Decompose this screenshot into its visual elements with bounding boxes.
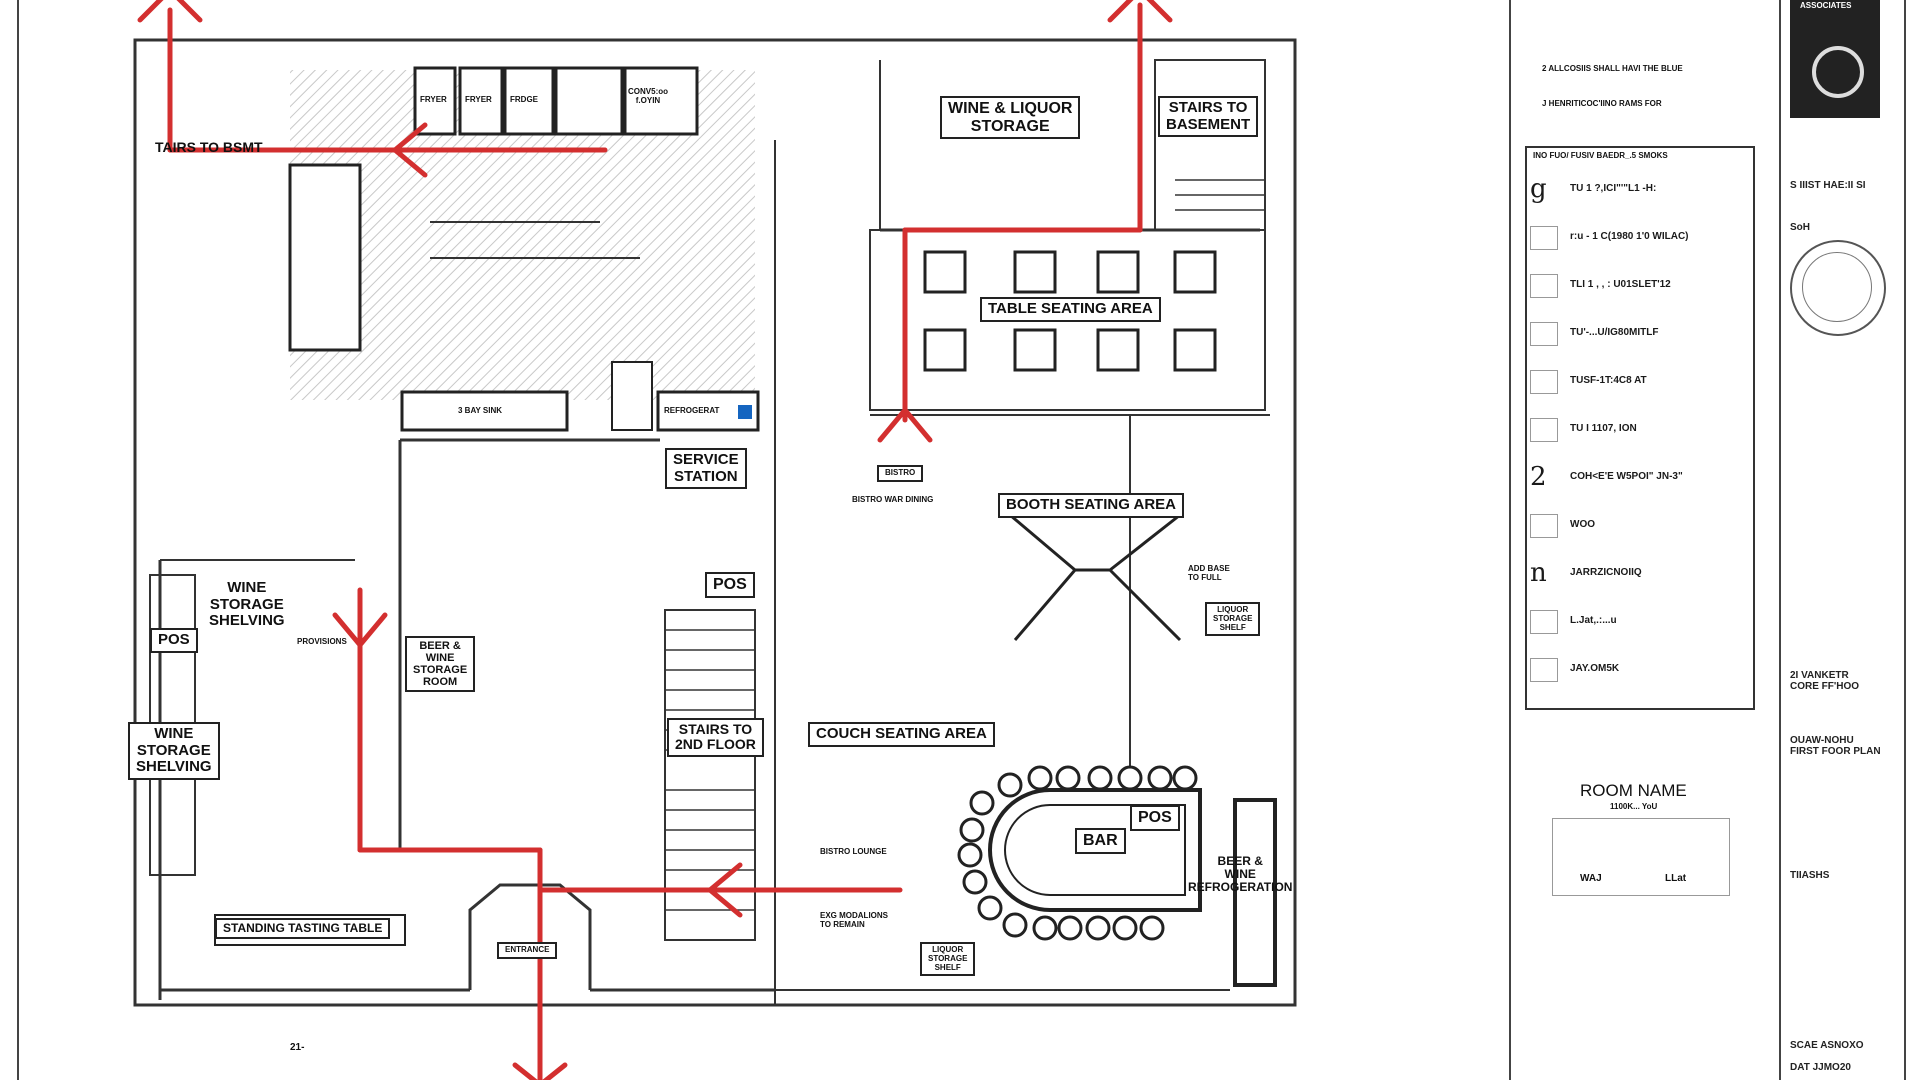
legend-key-text: TLI 1 , , : U01SLET'12 bbox=[1570, 279, 1671, 290]
title-block-text: 2I VANKETR CORE FF'HOO bbox=[1790, 670, 1860, 692]
legend-symbol-icon bbox=[1530, 658, 1558, 682]
room-name-row: WAJ bbox=[1580, 873, 1602, 884]
fryer-unit bbox=[413, 66, 457, 136]
wine-storage-shelving-label: WINE STORAGE SHELVING bbox=[128, 722, 220, 780]
standing-tasting-table-label: STANDING TASTING TABLE bbox=[215, 918, 391, 940]
wine-storage-shelving-label: WINE STORAGE SHELVING bbox=[203, 578, 291, 632]
legend-note: 2 ALLCOSIIS SHALL HAVI THE BLUE bbox=[1542, 64, 1683, 73]
seal-stamp bbox=[1790, 240, 1886, 336]
legend-symbol-icon: g bbox=[1530, 176, 1556, 202]
booth-seating-symbol bbox=[1009, 513, 1182, 642]
liquor-storage-shelf-label: LIQUOR STORAGE SHELF bbox=[1205, 602, 1261, 637]
provisions-label: PROVISIONS bbox=[297, 637, 347, 646]
refrigerator-blue-mark bbox=[738, 405, 752, 419]
bistro-dining-label: BISTRO WAR DINING bbox=[852, 495, 934, 504]
beer-wine-refrigeration-label: BEER & WINE REFROGERATION bbox=[1188, 854, 1293, 895]
liquor-storage-shelf-label: LIQUOR STORAGE SHELF bbox=[920, 942, 976, 977]
couch-seating-area-label: COUCH SEATING AREA bbox=[808, 722, 995, 747]
legend-symbol-icon bbox=[1530, 418, 1558, 442]
date-label: DAT JJMO20 bbox=[1790, 1062, 1851, 1073]
legend-notes: 2 ALLCOSIIS SHALL HAVI THE BLUE J HENRIT… bbox=[1540, 0, 1750, 120]
table-seating-area-label: TABLE SEATING AREA bbox=[980, 297, 1161, 322]
existing-to-remain-label: EXG MODALIONS TO REMAIN bbox=[820, 911, 889, 929]
table-group bbox=[923, 250, 1217, 372]
legend-key-text: JAY.OM5K bbox=[1570, 663, 1620, 674]
legend-key-text: JARRZICNOIIQ bbox=[1570, 567, 1642, 578]
entrance-vestibule bbox=[468, 883, 592, 990]
fridge-label: FRDGE bbox=[510, 95, 538, 104]
fryer-label: FRYER bbox=[420, 95, 447, 104]
fryer-label: FRYER bbox=[465, 95, 492, 104]
title-block-text: S IIIST HAE:II SI bbox=[1790, 180, 1866, 191]
legend-symbol-icon bbox=[1530, 370, 1558, 394]
three-bay-sink bbox=[400, 390, 569, 432]
fridge-unit bbox=[503, 66, 555, 136]
add-base-label: ADD BASE TO FULL bbox=[1188, 564, 1230, 582]
legend-key-text: TUSF-1T:4C8 AT bbox=[1570, 375, 1647, 386]
dimension-label: 21- bbox=[290, 1042, 305, 1053]
legend-symbol-icon bbox=[1530, 274, 1558, 298]
bistro-lounge-label: BISTRO LOUNGE bbox=[820, 847, 887, 856]
legend-key-text: r:u - 1 C(1980 1'0 WILAC) bbox=[1570, 231, 1689, 242]
refrigerator-label: REFROGERAT bbox=[664, 406, 720, 415]
title-block-text: OUAW-NOHU FIRST FOOR PLAN bbox=[1790, 735, 1881, 757]
appliance-unit bbox=[554, 66, 624, 136]
legend-key-text: TU I 1107, ION bbox=[1570, 423, 1637, 434]
convection-oven bbox=[623, 66, 699, 136]
ice-machine bbox=[611, 361, 653, 431]
legend-symbol-icon bbox=[1530, 610, 1558, 634]
firm-name: ASSOCIATES bbox=[1800, 1, 1852, 10]
room-name-row: LLat bbox=[1665, 873, 1687, 884]
legend-symbol-icon: 2 bbox=[1530, 464, 1556, 490]
legend-symbol-icon: n bbox=[1530, 560, 1556, 586]
three-bay-sink-label: 3 BAY SINK bbox=[458, 406, 503, 415]
bar-counter bbox=[988, 788, 1202, 912]
convection-oven-label: CONV5:oo f.OYIN bbox=[628, 87, 668, 105]
stairs-to-2nd-floor-label: STAIRS TO 2ND FLOOR bbox=[667, 718, 764, 757]
legend-key-text: L.Jat,.:...u bbox=[1570, 615, 1617, 626]
legend-symbol-icon bbox=[1530, 322, 1558, 346]
stairs-to-basement-label: STAIRS TO BASEMENT bbox=[1158, 96, 1259, 137]
room-name-subtitle: 1100K... YoU bbox=[1610, 802, 1658, 811]
booth-seating-area-label: BOOTH SEATING AREA bbox=[998, 493, 1185, 518]
beer-wine-storage-room-label: BEER & WINE STORAGE ROOM bbox=[405, 636, 476, 693]
title-block-text: TIIASHS bbox=[1790, 870, 1830, 881]
legend-key-text: COH<E'E W5POI" JN-3" bbox=[1570, 471, 1683, 482]
building-outline bbox=[133, 38, 1297, 1007]
pos-left-label: POS bbox=[150, 628, 198, 653]
legend-key-text: TU'-...U/IG80MITLF bbox=[1570, 327, 1659, 338]
firm-logo: ASSOCIATES bbox=[1790, 0, 1880, 118]
legend-key-text: WOO bbox=[1570, 519, 1595, 530]
egress-path bbox=[137, 0, 1173, 1080]
room-name-box bbox=[1552, 818, 1730, 896]
entrance-label: ENTRANCE bbox=[497, 942, 558, 959]
legend-note: J HENRITICOC'IINO RAMS FOR bbox=[1542, 99, 1662, 108]
stairs-basement bbox=[1154, 59, 1266, 231]
fryer-unit bbox=[458, 66, 504, 136]
bar-label: BAR bbox=[1075, 828, 1126, 854]
pos-bar-label: POS bbox=[1130, 805, 1180, 831]
prep-counter bbox=[288, 163, 362, 352]
service-station-label: SERVICE STATION bbox=[665, 448, 747, 489]
legend-symbol-icon bbox=[1530, 226, 1558, 250]
pos-service-label: POS bbox=[705, 572, 755, 598]
stairs-to-basement-left-label: TAIRS TO BSMT bbox=[155, 139, 263, 155]
legend-key-text: TU 1 ?,ICI"'"L1 -H: bbox=[1570, 183, 1657, 194]
refrigeration-unit bbox=[1233, 798, 1277, 987]
scale-label: SCAE ASNOXO bbox=[1790, 1040, 1864, 1051]
bar-stools bbox=[957, 765, 1198, 941]
firm-logo-icon bbox=[1812, 46, 1864, 98]
legend-key-box: INO FUO/ FUSIV BAEDR_.5 SMOKS bbox=[1525, 146, 1755, 710]
title-block-text: SoH bbox=[1790, 222, 1810, 233]
bistro-label: BISTRO bbox=[877, 465, 924, 482]
legend-symbol-icon bbox=[1530, 514, 1558, 538]
room-name-title: ROOM NAME bbox=[1580, 781, 1687, 800]
legend-key-title: INO FUO/ FUSIV BAEDR_.5 SMOKS bbox=[1533, 151, 1668, 160]
wine-liquor-storage-label: WINE & LIQUOR STORAGE bbox=[940, 96, 1081, 140]
